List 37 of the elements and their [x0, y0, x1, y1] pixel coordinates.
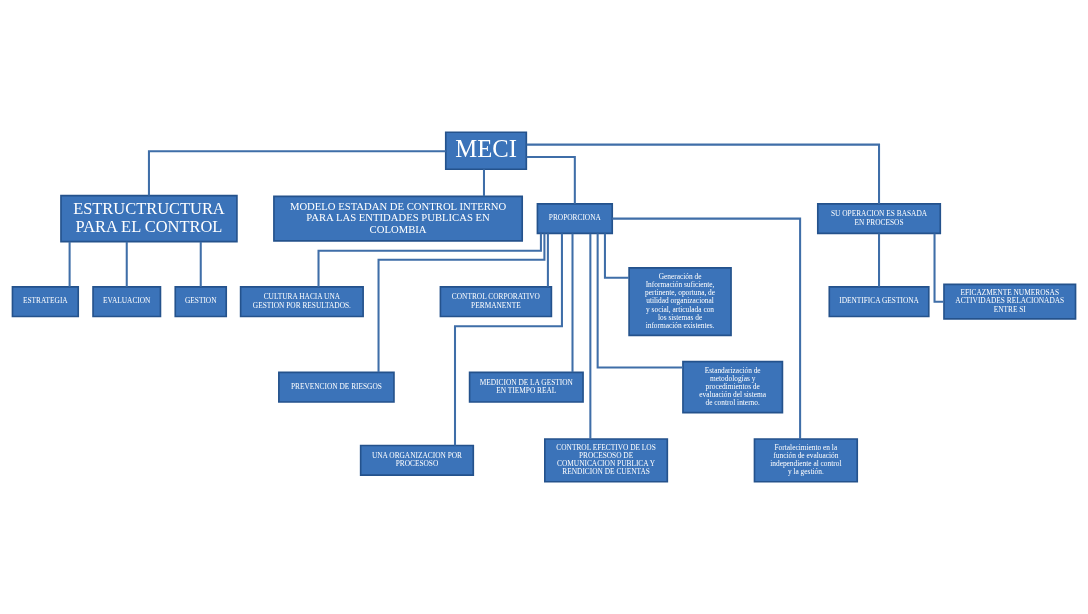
- connector: [147, 150, 446, 196]
- node-box: MODELO ESTADAN DE CONTROL INTERNO PARA LAS ENTIDADES PUBLICAS EN COLOMBIA: [273, 195, 524, 242]
- node-box: Generación de Información suficiente, pertinente, oportuna, de utilidad organizacional y social, articulada con los sistemas de información existentes.: [628, 267, 732, 337]
- connector: [589, 233, 592, 439]
- node-box: CONTROL CORPORATIVO PERMANENTE: [439, 286, 553, 318]
- connector: [526, 155, 576, 204]
- connector: [68, 241, 71, 287]
- connector: [612, 217, 802, 439]
- connector: [482, 169, 485, 197]
- node-box: GESTION: [174, 286, 228, 318]
- connector: [377, 233, 546, 373]
- connector: [317, 233, 542, 287]
- node-box: PREVENCION DE RIESGOS: [278, 371, 395, 403]
- node-box: ESTRUCTRUCTURA PARA EL CONTROL: [60, 194, 238, 243]
- node-box: MEDICION DE LA GESTION EN TIEMPO REAL: [468, 371, 584, 403]
- node-box: Fortalecimiento en la función de evaluación independiente al control y la gestión.: [753, 438, 859, 483]
- node-box: ESTRATEGIA: [11, 286, 80, 318]
- connector: [596, 233, 683, 369]
- connector: [453, 233, 563, 446]
- node-box: IDENTIFICA GESTIONA: [828, 286, 930, 318]
- connector: [603, 233, 629, 279]
- node-box: CULTURA HACIA UNA GESTION POR RESULTADOS.: [239, 286, 364, 318]
- connector: [199, 241, 202, 287]
- node-box: CONTROL EFECTIVO DE LOS PROCESOSO DE COMUNICACION PUBLICA Y RENDICION DE CUENTAS: [544, 438, 669, 483]
- connector: [546, 233, 549, 287]
- connector: [878, 233, 881, 287]
- node-box: Estandarización de metodologías y procedimientos de evaluación del sistema de control interno.: [682, 360, 784, 414]
- node-box: SU OPERACION ES BASADA EN PROCESOS: [816, 203, 942, 235]
- node-box: MECI: [444, 131, 528, 171]
- node-box: PROPORCIONA: [536, 203, 614, 235]
- connector: [571, 233, 574, 373]
- connector: [933, 233, 944, 303]
- node-box: EFICAZMENTE NUMEROSAS ACTIVIDADES RELACIONADAS ENTRE SI: [943, 283, 1077, 320]
- node-box: UNA ORGANIZACION POR PROCESOSO: [359, 444, 475, 476]
- node-box: EVALUACION: [92, 286, 162, 318]
- connector: [125, 241, 128, 287]
- connector: [526, 143, 881, 204]
